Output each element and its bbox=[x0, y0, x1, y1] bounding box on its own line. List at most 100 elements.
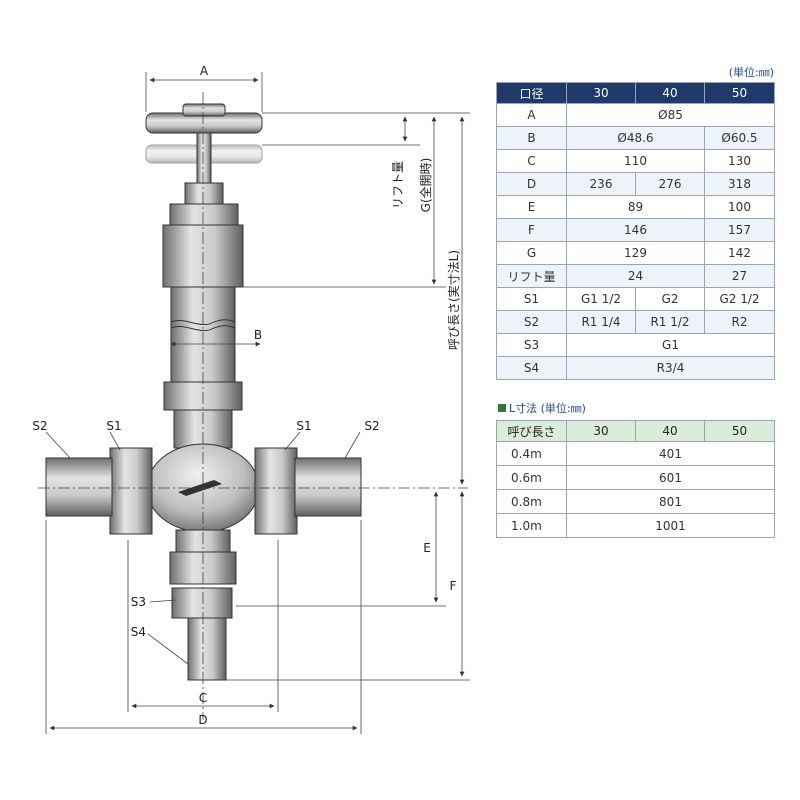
length-row-value: 801 bbox=[566, 489, 775, 514]
dimension-labels: A B C D E F S2 S1 S1 S2 S3 S4 リフト量 G(全開時… bbox=[32, 64, 461, 727]
spec-cell: 146 bbox=[566, 218, 705, 242]
left-union-nut bbox=[109, 447, 153, 535]
spec-cell: 100 bbox=[704, 195, 775, 219]
label-E: E bbox=[423, 541, 431, 555]
spec-cell: 236 bbox=[566, 172, 636, 196]
label-D: D bbox=[198, 713, 207, 727]
square-bullet-icon bbox=[498, 404, 506, 412]
valve-stem bbox=[196, 132, 212, 186]
spec-cell: Ø60.5 bbox=[704, 126, 775, 150]
length-title-text: L寸法 (単位:㎜) bbox=[509, 402, 586, 415]
length-row-label: 1.0m bbox=[496, 513, 567, 538]
label-C: C bbox=[199, 691, 207, 705]
spec-header-cell: 口径 bbox=[496, 82, 567, 104]
spec-cell: 89 bbox=[566, 195, 705, 219]
label-S2-right: S2 bbox=[364, 419, 379, 433]
right-union-nut bbox=[254, 447, 298, 535]
spec-cell: 276 bbox=[635, 172, 705, 196]
spec-cell: 142 bbox=[704, 241, 775, 265]
length-header-cell: 30 bbox=[566, 420, 636, 442]
left-pipe bbox=[45, 457, 113, 517]
handwheel bbox=[145, 103, 263, 134]
spec-cell: 130 bbox=[704, 149, 775, 173]
spec-cell: G2 bbox=[635, 287, 705, 311]
label-S2-left: S2 bbox=[32, 419, 47, 433]
spec-cell: G1 bbox=[566, 333, 775, 357]
spec-cell: 110 bbox=[566, 149, 705, 173]
length-row-label: 0.8m bbox=[496, 489, 567, 514]
spec-row-label: S1 bbox=[496, 287, 567, 311]
length-row-value: 401 bbox=[566, 441, 775, 466]
right-pipe bbox=[294, 457, 362, 517]
spec-row-label: A bbox=[496, 103, 567, 127]
spec-cell: 129 bbox=[566, 241, 705, 265]
spec-cell: 318 bbox=[704, 172, 775, 196]
length-row-label: 0.6m bbox=[496, 465, 567, 490]
label-S3: S3 bbox=[131, 595, 146, 609]
spec-row-label: E bbox=[496, 195, 567, 219]
label-S4: S4 bbox=[131, 625, 146, 639]
spec-row-label: S3 bbox=[496, 333, 567, 357]
spec-cell: R1 1/4 bbox=[566, 310, 636, 334]
length-row-value: 1001 bbox=[566, 513, 775, 538]
spec-cell: 24 bbox=[566, 264, 705, 288]
label-S1-left: S1 bbox=[106, 419, 121, 433]
label-A: A bbox=[200, 64, 209, 78]
length-table-title: L寸法 (単位:㎜) bbox=[498, 400, 586, 416]
label-B: B bbox=[254, 328, 262, 342]
spec-cell: 157 bbox=[704, 218, 775, 242]
label-G: G(全開時) bbox=[418, 158, 433, 213]
spec-cell: R2 bbox=[704, 310, 775, 334]
length-table-header: 呼び長さ 30 40 50 bbox=[496, 420, 775, 442]
spec-cell: Ø48.6 bbox=[566, 126, 705, 150]
spec-unit-note: (単位:㎜) bbox=[728, 66, 774, 79]
bonnet-top bbox=[184, 182, 224, 206]
label-S1-right: S1 bbox=[296, 419, 311, 433]
label-F: F bbox=[450, 579, 457, 593]
spec-row-label: D bbox=[496, 172, 567, 196]
bonnet-nut bbox=[169, 203, 239, 227]
spec-header-cell: 50 bbox=[704, 82, 775, 104]
drain-hex bbox=[171, 587, 233, 619]
label-lift: リフト量 bbox=[391, 161, 405, 209]
drain-nipple bbox=[187, 617, 227, 681]
length-row-value: 601 bbox=[566, 465, 775, 490]
spec-header-cell: 30 bbox=[566, 82, 636, 104]
spec-row-label: B bbox=[496, 126, 567, 150]
spec-cell: G2 1/2 bbox=[704, 287, 775, 311]
spec-row-label: S2 bbox=[496, 310, 567, 334]
length-row-label: 0.4m bbox=[496, 441, 567, 466]
spec-row-label: S4 bbox=[496, 356, 567, 380]
length-header-cell: 40 bbox=[635, 420, 705, 442]
spec-row-label: C bbox=[496, 149, 567, 173]
length-header-cell: 50 bbox=[704, 420, 775, 442]
dimension-lines bbox=[38, 72, 470, 734]
spec-row-label: G bbox=[496, 241, 567, 265]
spec-cell: 27 bbox=[704, 264, 775, 288]
spec-header-cell: 40 bbox=[635, 82, 705, 104]
label-nominal-length: 呼び長さ(実寸法L) bbox=[446, 250, 461, 350]
length-header-cell: 呼び長さ bbox=[496, 420, 567, 442]
spec-cell: R3/4 bbox=[566, 356, 775, 380]
spec-row-label: F bbox=[496, 218, 567, 242]
valve-body-assembly bbox=[45, 103, 362, 681]
spec-cell: R1 1/2 bbox=[635, 310, 705, 334]
